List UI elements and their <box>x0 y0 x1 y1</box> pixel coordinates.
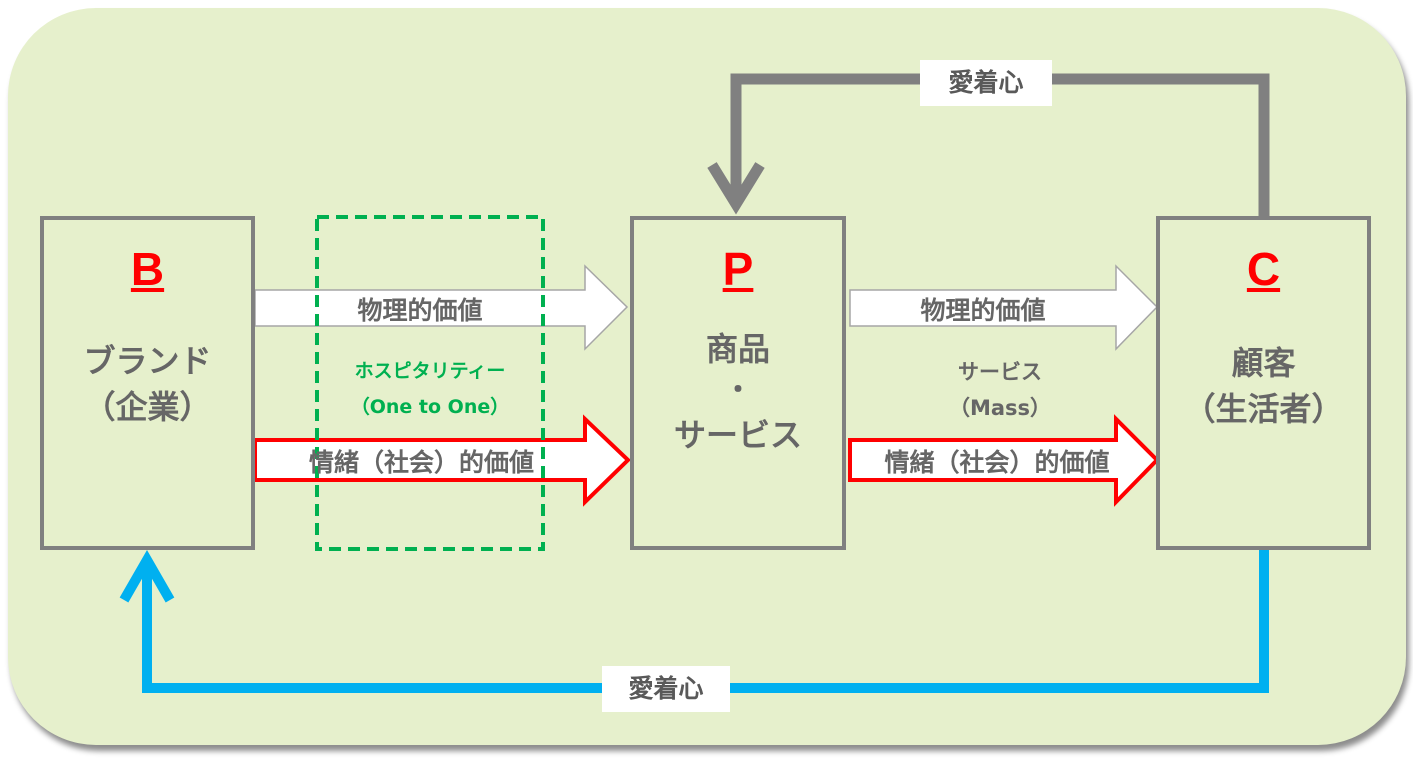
brand-label: ブランド <box>83 342 212 380</box>
customer-letter: C <box>1246 243 1281 295</box>
hospitality-title: ホスピタリティー <box>354 360 506 382</box>
physical-arrow-bp <box>254 264 629 351</box>
customer-box <box>1156 216 1371 550</box>
service-subtitle: （Mass） <box>948 396 1052 420</box>
top-loop-arrowhead <box>707 162 765 215</box>
bottom-loop-label: 愛着心 <box>602 666 730 712</box>
emotional-value-label-bp: 情緒（社会）的価値 <box>308 448 534 477</box>
product-label: 商品 <box>705 330 770 368</box>
product-box <box>630 216 846 550</box>
physical-arrow-pc <box>849 264 1159 351</box>
brand-sublabel: （企業） <box>83 388 212 426</box>
emotional-arrow-pc <box>848 414 1160 507</box>
physical-value-label-pc: 物理的価値 <box>920 296 1046 325</box>
bottom-loop-arrowhead <box>119 549 175 603</box>
brand-box <box>40 216 255 550</box>
service-title: サービス <box>958 360 1042 384</box>
product-letter: P <box>722 243 754 295</box>
customer-label: 顧客 <box>1231 344 1296 382</box>
physical-value-label-bp: 物理的価値 <box>357 296 483 325</box>
emotional-value-label-pc: 情緒（社会）的価値 <box>884 448 1110 477</box>
emotional-arrow-bp <box>253 414 631 507</box>
product-service-label: サービス <box>673 416 802 454</box>
hospitality-box <box>315 215 545 551</box>
product-dot: ・ <box>723 373 752 406</box>
hospitality-subtitle: （One to One） <box>350 396 510 418</box>
top-loop-label: 愛着心 <box>920 60 1052 106</box>
customer-sublabel: （生活者） <box>1183 390 1344 428</box>
brand-letter: B <box>130 243 165 295</box>
